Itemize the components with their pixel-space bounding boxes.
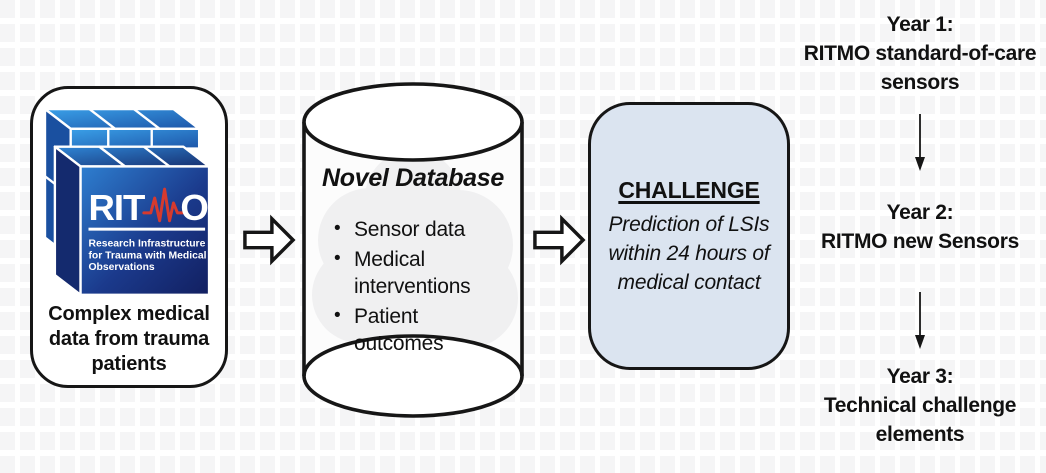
- timeline-column: Year 1: RITMO standard-of-care sensors Y…: [794, 0, 1046, 473]
- timeline-detail: RITMO new Sensors: [821, 230, 1019, 253]
- timeline-detail: sensors: [880, 71, 960, 94]
- logo-tagline-3: Observations: [88, 262, 154, 273]
- logo-tagline-1: Research Infrastructure: [88, 238, 205, 249]
- down-arrow-icon-2: [915, 292, 925, 349]
- database-item: Sensor data: [326, 215, 510, 243]
- right-block-arrow-icon-2: [533, 214, 586, 266]
- source-caption: Complex medical data from trauma patient…: [48, 303, 210, 375]
- challenge-title: CHALLENGE: [618, 177, 760, 203]
- database-cylinder: Novel Database Sensor data Medical inter…: [300, 80, 526, 418]
- database-item: Patient outcomes: [326, 302, 510, 357]
- right-block-arrow-icon-1: [243, 214, 296, 266]
- source-data-box: RIT O Research Infrastructure for Trauma…: [30, 86, 228, 388]
- ecg-pulse-icon: [142, 187, 184, 223]
- timeline-detail: Technical challenge: [823, 394, 1017, 417]
- down-arrow-icon-1: [915, 114, 925, 171]
- logo-tagline-2: for Trauma with Medical: [88, 250, 206, 261]
- challenge-line: Prediction of LSIs: [608, 213, 770, 236]
- logo-word-start: RIT: [88, 187, 145, 228]
- database-title: Novel Database: [322, 164, 504, 192]
- challenge-line: within 24 hours of: [608, 242, 770, 265]
- database-item-list: Sensor data Medical interventions Patien…: [326, 215, 510, 360]
- timeline-step-year1: Year 1: RITMO standard-of-care sensors: [794, 10, 1046, 97]
- database-item: Medical interventions: [326, 245, 510, 300]
- timeline-year-label: Year 3:: [886, 365, 954, 388]
- ritmo-logo: RIT O Research Infrastructure for Trauma…: [45, 107, 211, 297]
- challenge-line: medical contact: [617, 271, 761, 294]
- timeline-step-year3: Year 3: Technical challenge elements: [794, 362, 1046, 449]
- timeline-year-label: Year 1:: [886, 13, 954, 36]
- logo-word-end: O: [180, 187, 208, 228]
- timeline-detail: elements: [875, 423, 965, 446]
- timeline-detail: RITMO standard-of-care: [803, 42, 1037, 65]
- logo-divider: [88, 227, 206, 231]
- challenge-box: CHALLENGE Prediction of LSIs within 24 h…: [588, 102, 790, 370]
- timeline-year-label: Year 2:: [886, 201, 954, 224]
- timeline-step-year2: Year 2: RITMO new Sensors: [794, 198, 1046, 256]
